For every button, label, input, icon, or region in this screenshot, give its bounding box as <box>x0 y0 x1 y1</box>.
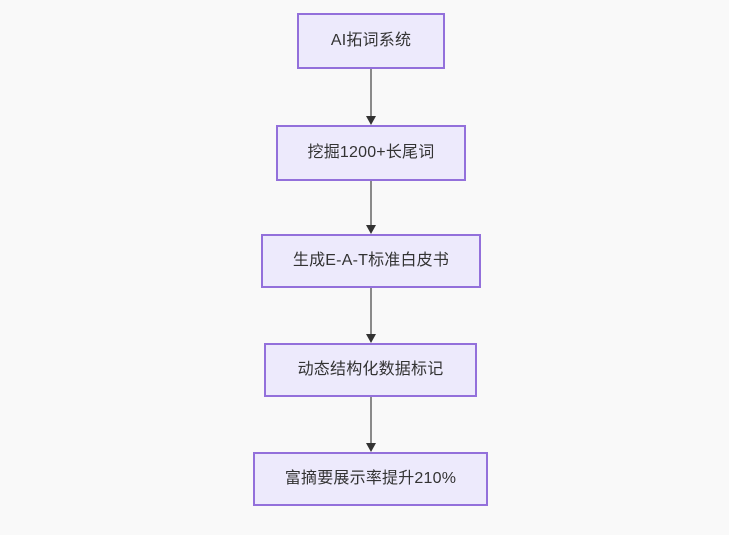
connector-line <box>370 397 372 443</box>
connector-line <box>370 288 372 334</box>
connector-line <box>370 181 372 225</box>
flowchart-node-label: AI拓词系统 <box>330 32 412 50</box>
arrow-down-icon <box>366 225 376 234</box>
arrow-down-icon <box>366 116 376 125</box>
flowchart-node-label: 富摘要展示率提升210% <box>284 470 457 488</box>
flowchart-node-mine-longtail-keywords[interactable]: 挖掘1200+长尾词 <box>276 125 466 181</box>
flowchart-node-label: 挖掘1200+长尾词 <box>307 144 435 162</box>
flowchart-node-dynamic-structured-data[interactable]: 动态结构化数据标记 <box>264 343 477 397</box>
flowchart-node-generate-eat-whitepaper[interactable]: 生成E-A-T标准白皮书 <box>261 234 481 288</box>
flowchart-node-label: 生成E-A-T标准白皮书 <box>292 252 450 270</box>
flowchart-node-label: 动态结构化数据标记 <box>297 361 444 379</box>
arrow-down-icon <box>366 334 376 343</box>
arrow-down-icon <box>366 443 376 452</box>
connector-line <box>370 69 372 116</box>
flowchart-node-ai-keyword-system[interactable]: AI拓词系统 <box>297 13 445 69</box>
flowchart-node-rich-snippet-result[interactable]: 富摘要展示率提升210% <box>253 452 488 506</box>
